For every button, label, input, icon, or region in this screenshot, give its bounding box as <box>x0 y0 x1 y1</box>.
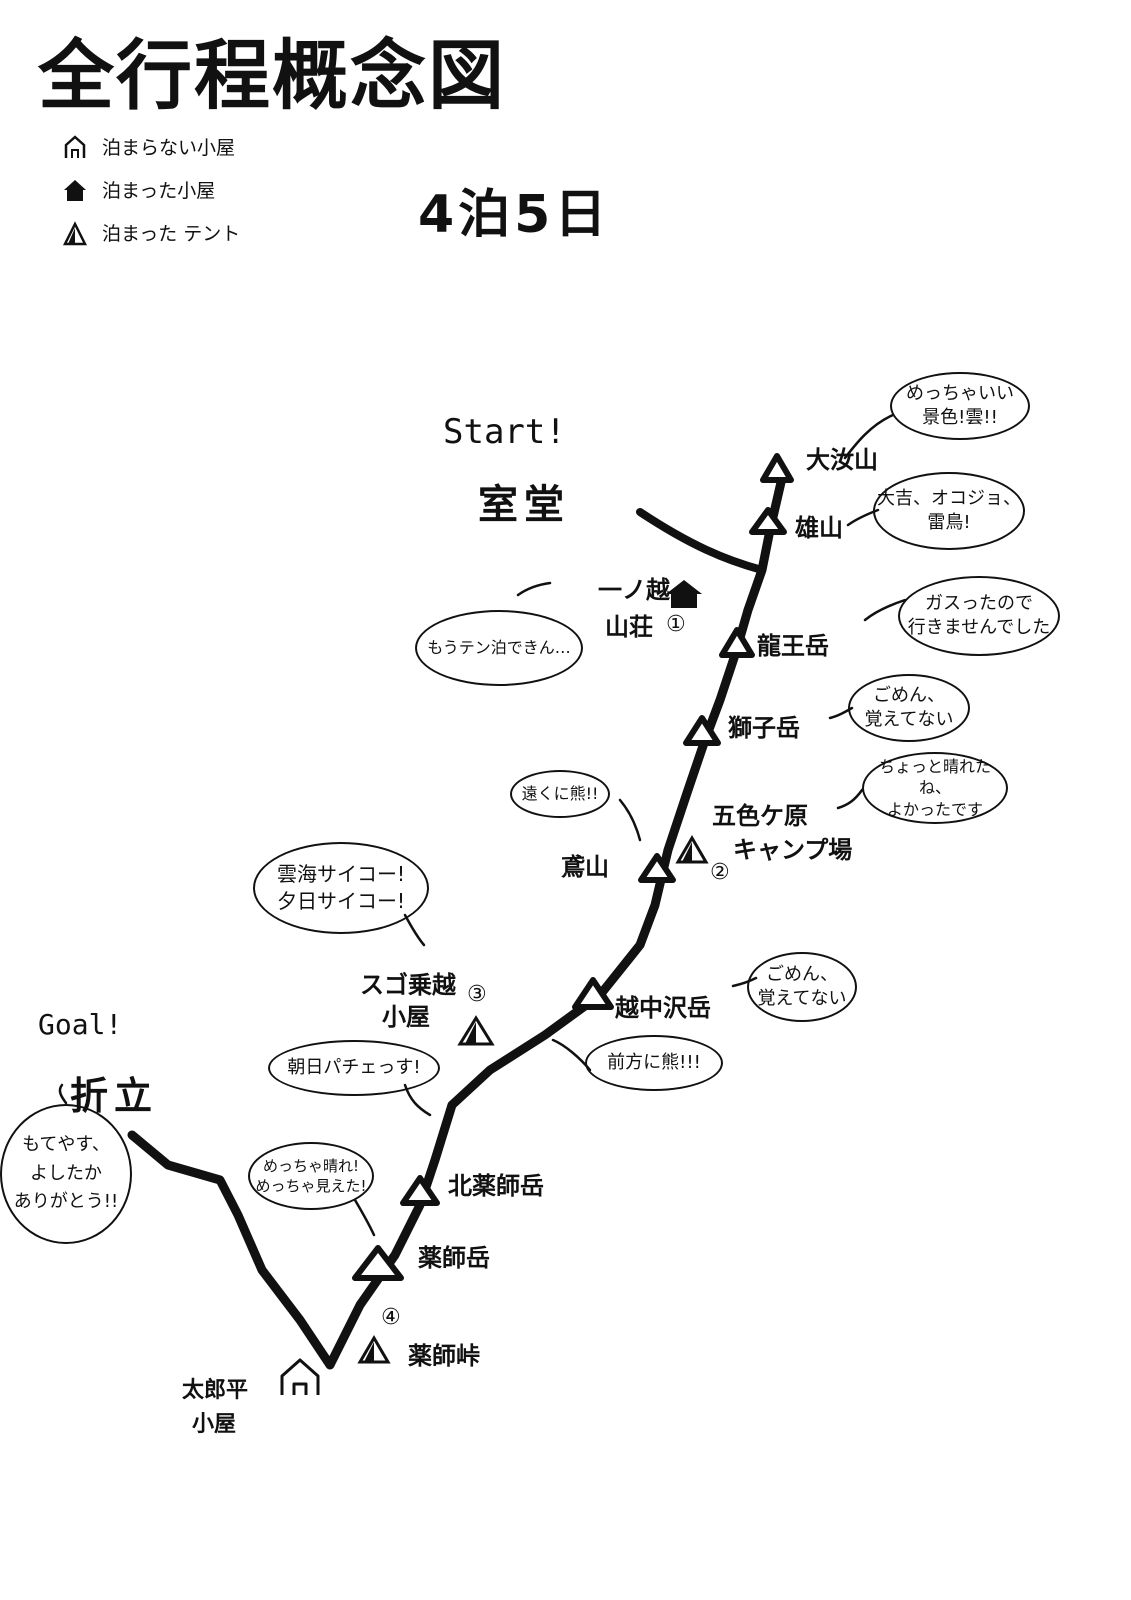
place-label-sugo-1: スゴ乗越 <box>360 971 456 999</box>
night-marker-2: ② <box>710 860 730 885</box>
hut-taro-icon <box>280 1358 320 1395</box>
main-trail <box>127 473 787 1370</box>
page-title: 全行程概念図 <box>38 31 506 120</box>
place-label-ichinokoshi-2: 山荘 <box>605 613 653 641</box>
comment-bubble-ecchu: ごめん、 覚えてない <box>747 952 857 1022</box>
tent-sugo-icon <box>457 1015 495 1046</box>
legend-label: 泊まらない小屋 <box>102 137 236 159</box>
place-label-goshiki-1: 五色ケ原 <box>712 802 808 830</box>
place-label-kitayakushi: 北薬師岳 <box>448 1172 544 1200</box>
place-label-shishi: 獅子岳 <box>728 714 800 742</box>
comment-bubble-ichinokoshi: もうテン泊できん… <box>415 610 583 686</box>
comment-bubble-onanji: めっちゃいい 景色!雲!! <box>890 372 1030 440</box>
place-label-oyama: 雄山 <box>795 514 843 542</box>
peak-oyama-icon <box>749 507 787 535</box>
place-label-yakushi: 薬師岳 <box>418 1244 490 1272</box>
peak-tonbi-icon <box>638 853 676 883</box>
peak-onanji-icon <box>760 453 794 483</box>
place-label-ryuo: 龍王岳 <box>757 632 829 660</box>
comment-bubble-ryuo: ガスったので 行きませんでした <box>898 576 1060 656</box>
peak-yakushi-icon <box>352 1245 404 1281</box>
start-tag: Start! <box>443 412 566 452</box>
hut-not-stayed-icon <box>64 134 86 158</box>
comment-bubble-sugo: 雲海サイコー! 夕日サイコー! <box>253 842 429 934</box>
legend-label: 泊まった小屋 <box>102 180 216 202</box>
place-label-taro-1: 太郎平 <box>182 1378 249 1403</box>
tent-goshiki-icon <box>675 835 709 864</box>
comment-bubble-goshiki: ちょっと晴れたね、 よかったです <box>862 752 1008 824</box>
comment-bubble-shishi: ごめん、 覚えてない <box>848 674 970 742</box>
place-label-taro-2: 小屋 <box>192 1412 237 1437</box>
night-marker-1: ① <box>666 612 686 637</box>
murodo-trail <box>636 508 766 574</box>
comment-bubble-ecchu-bear: 前方に熊!!! <box>585 1035 723 1091</box>
legend-item-hut-not-stayed: 泊まらない小屋 <box>62 133 235 160</box>
start-place: 室堂 <box>478 482 570 528</box>
place-label-goshiki-2: キャンプ場 <box>733 836 853 864</box>
comment-bubble-asahi: 朝日パチェっす! <box>268 1040 440 1096</box>
hut-stayed-icon <box>64 179 86 201</box>
place-label-sugo-2: 小屋 <box>382 1003 430 1031</box>
place-label-ecchu: 越中沢岳 <box>615 994 711 1022</box>
place-label-yakushitoge: 薬師峠 <box>408 1342 480 1370</box>
night-marker-4: ④ <box>381 1305 401 1330</box>
legend-item-tent-stayed: 泊まった テント <box>62 219 240 246</box>
peak-kitayakushi-icon <box>400 1175 440 1206</box>
night-marker-3: ③ <box>467 982 487 1007</box>
peak-ecchu-icon <box>572 977 614 1010</box>
comment-bubble-tonbi: 遠くに熊!! <box>510 770 610 818</box>
trip-duration: 4泊5日 <box>418 185 611 245</box>
peak-ryuo-icon <box>719 627 755 658</box>
legend-item-hut-stayed: 泊まった小屋 <box>62 176 215 203</box>
peak-shishi-icon <box>683 715 721 746</box>
tent-yakushitoge-icon <box>357 1335 391 1364</box>
place-label-onanji: 大汝山 <box>806 446 878 474</box>
tent-stayed-icon <box>62 220 88 245</box>
place-label-ichinokoshi-1: 一ノ越 <box>598 576 670 604</box>
comment-bubble-oyama: 大吉、オコジョ、 雷鳥! <box>873 472 1025 550</box>
hut-ichinokoshi-icon <box>666 580 702 608</box>
comment-bubble-kitayakushi: めっちゃ晴れ! めっちゃ見えた! <box>248 1142 374 1210</box>
place-label-tonbi: 鳶山 <box>561 853 609 881</box>
goal-tag: Goal! <box>38 1008 123 1041</box>
comment-bubble-goal: もてやす、 よしたか ありがとう!! <box>0 1104 132 1244</box>
legend-label: 泊まった テント <box>102 223 241 245</box>
